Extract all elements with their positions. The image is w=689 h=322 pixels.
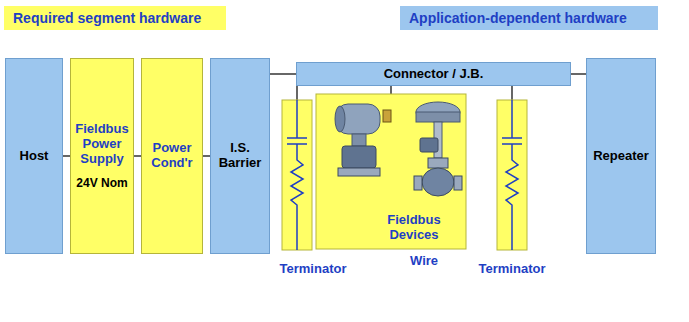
- bonnet: [428, 158, 448, 168]
- bus-wire: [571, 73, 586, 74]
- barrier-box: I.S. Barrier: [210, 58, 270, 254]
- repeater-box: Repeater: [586, 58, 656, 254]
- box-label: I.S. Barrier: [214, 141, 266, 171]
- pipe-flange: [414, 176, 422, 190]
- box-label: Host: [20, 149, 49, 164]
- terminator-symbol: [287, 100, 522, 250]
- terminator-housing: [497, 100, 527, 250]
- box-label: Fieldbus Devices: [366, 213, 462, 243]
- power-conditioner-box: Power Cond'r: [141, 58, 203, 254]
- bus-wire: [511, 86, 512, 100]
- bus-wire: [203, 155, 210, 156]
- actuator-base: [416, 112, 460, 122]
- transmitter-neck: [352, 134, 366, 146]
- terminator: Terminator: [282, 100, 312, 250]
- positioner: [420, 138, 438, 152]
- section-heading: Required segment hardware: [7, 10, 201, 26]
- terminator-label: Terminator: [479, 262, 546, 277]
- host-box: Host: [5, 58, 63, 254]
- devices-box: Fieldbus Devices: [316, 94, 466, 249]
- terminator-label: Terminator: [280, 262, 347, 277]
- actuator-dome: [416, 102, 460, 122]
- bus-wire: [296, 86, 297, 100]
- junction-box: Connector / J.B.: [296, 62, 571, 86]
- bus-wire: [390, 86, 391, 94]
- valve-icon: [414, 102, 462, 196]
- transmitter-flange: [338, 168, 380, 176]
- transmitter-housing: [336, 104, 380, 134]
- bus-wire: [63, 155, 70, 156]
- power-supply-box: Fieldbus Power Supply 24V Nom: [70, 58, 134, 254]
- box-label: Power Cond'r: [145, 141, 199, 171]
- pipe-flange: [454, 176, 462, 190]
- box-label: Repeater: [593, 149, 649, 164]
- transmitter-sensor: [342, 146, 376, 168]
- box-label: Fieldbus Power Supply: [74, 122, 130, 167]
- valve-body: [422, 168, 454, 196]
- terminator: Terminator: [497, 100, 527, 250]
- transmitter-conduit: [383, 110, 391, 122]
- wire-label: Wire: [410, 253, 438, 268]
- bus-wire: [134, 155, 141, 156]
- bus-wire: [270, 73, 296, 74]
- transmitter-cap: [335, 106, 345, 132]
- section-band: Required segment hardware: [4, 6, 226, 30]
- section-band: Application-dependent hardware: [400, 6, 658, 30]
- rc-network: [502, 100, 522, 250]
- rating-label: 24V Nom: [76, 177, 127, 191]
- box-label: Connector / J.B.: [384, 67, 484, 82]
- devices-housing: [316, 94, 466, 249]
- transmitter-icon: [335, 104, 391, 176]
- terminator-housing: [282, 100, 312, 250]
- rc-network: [287, 100, 307, 250]
- section-heading: Application-dependent hardware: [403, 10, 627, 26]
